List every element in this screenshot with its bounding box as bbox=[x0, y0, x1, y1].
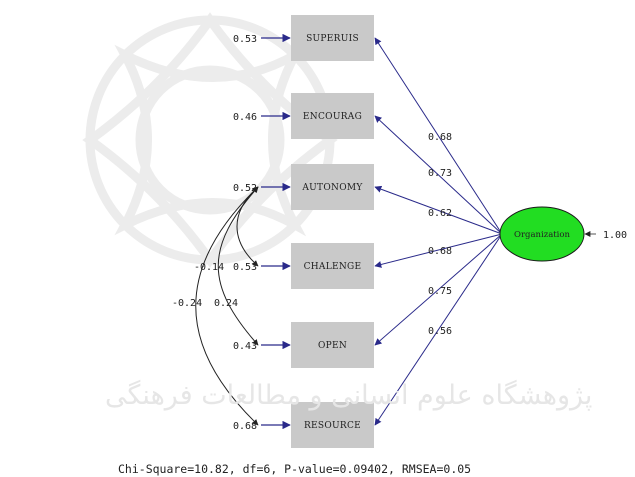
nodes-layer bbox=[291, 15, 585, 448]
loading-value-chalenge: 0.68 bbox=[428, 246, 452, 257]
covariance-value-autonomy-resource: -0.24 bbox=[172, 298, 202, 309]
observed-box-open bbox=[291, 322, 374, 368]
error-value-chalenge: 0.53 bbox=[233, 262, 257, 273]
loading-value-open: 0.75 bbox=[428, 286, 452, 297]
error-value-autonomy: 0.52 bbox=[233, 183, 257, 194]
latent-ellipse bbox=[499, 206, 585, 262]
observed-box-chalenge bbox=[291, 243, 374, 289]
observed-label-resource: RESOURCE bbox=[304, 421, 361, 431]
observed-box-superuis bbox=[291, 15, 374, 61]
observed-label-autonomy: AUTONOMY bbox=[301, 183, 363, 193]
observed-label-chalenge: CHALENGE bbox=[304, 262, 362, 272]
error-value-encourag: 0.46 bbox=[233, 112, 257, 123]
latent-label: Organization bbox=[514, 230, 571, 240]
loading-value-autonomy: 0.62 bbox=[428, 208, 452, 219]
loading-arrow-resource bbox=[374, 233, 503, 426]
loading-value-superuis: 0.68 bbox=[428, 132, 452, 143]
error-value-resource: 0.68 bbox=[233, 421, 257, 432]
observed-box-autonomy bbox=[291, 164, 374, 210]
covariance-value-autonomy-chalenge: -0.14 bbox=[194, 262, 224, 273]
covariance-curve-autonomy-open bbox=[217, 186, 259, 346]
error-value-open: 0.43 bbox=[233, 341, 257, 352]
latent-variance-value: 1.00 bbox=[603, 230, 627, 241]
fit-statistics: Chi-Square=10.82, df=6, P-value=0.09402,… bbox=[118, 462, 472, 476]
loading-value-encourag: 0.73 bbox=[428, 168, 452, 179]
observed-box-encourag bbox=[291, 93, 374, 139]
loading-arrow-open bbox=[374, 233, 503, 346]
loading-arrow-chalenge bbox=[374, 233, 503, 268]
loading-arrow-encourag bbox=[374, 115, 503, 235]
error-value-superuis: 0.53 bbox=[233, 34, 257, 45]
observed-label-encourag: ENCOURAG bbox=[303, 112, 362, 122]
observed-label-superuis: SUPERUIS bbox=[306, 34, 359, 44]
observed-box-resource bbox=[291, 402, 374, 448]
covariance-value-autonomy-open: 0.24 bbox=[214, 298, 238, 309]
labels-layer: SUPERUIS ENCOURAG AUTONOMY CHALENGE OPEN RESO… bbox=[172, 34, 627, 432]
edges-layer bbox=[195, 33, 596, 430]
observed-label-open: OPEN bbox=[318, 341, 347, 351]
loading-arrow-superuis bbox=[374, 37, 503, 235]
watermark-text: پژوهشگاه علوم انسانی و مطالعات فرهنگی bbox=[105, 380, 593, 411]
loading-value-resource: 0.56 bbox=[428, 326, 452, 337]
covariance-curve-autonomy-resource bbox=[195, 186, 259, 426]
watermark-logo bbox=[82, 12, 338, 268]
loading-arrow-autonomy bbox=[374, 185, 503, 235]
